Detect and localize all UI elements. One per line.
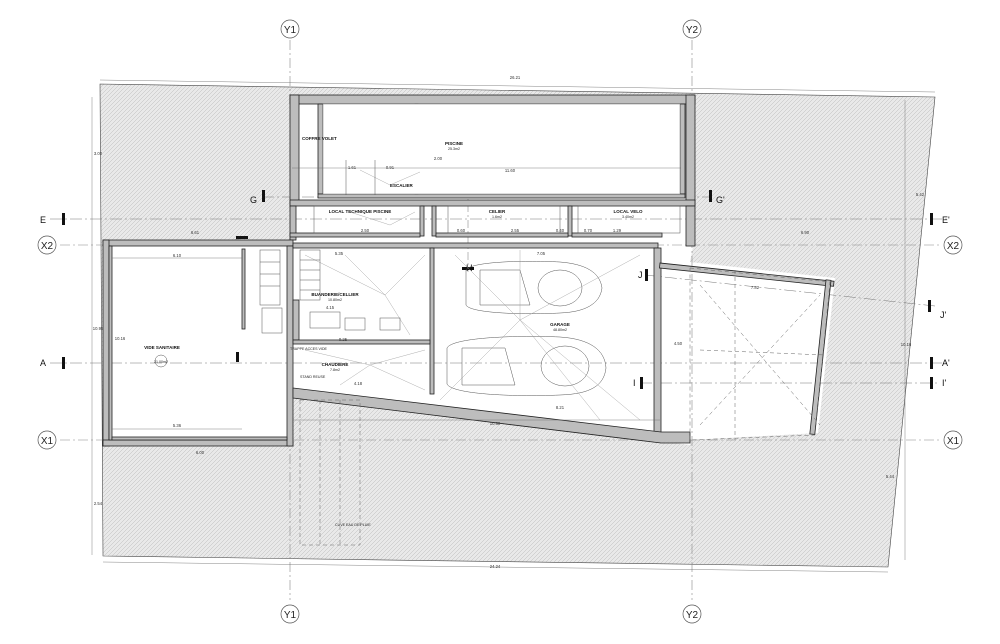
car-top xyxy=(465,261,603,314)
room-buanderie-area: 10.80m2 xyxy=(328,298,342,302)
dim-1016: 10.16 xyxy=(115,336,126,341)
dim-carport: 7.82 xyxy=(751,285,760,290)
room-cellier-label: CELIER xyxy=(489,209,506,214)
dim-overall-bottom: 24.24 xyxy=(490,564,501,569)
dim-415: 4.15 xyxy=(326,305,335,310)
dim-254: 2.54 xyxy=(94,501,103,506)
dim-1016-right: 10.16 xyxy=(901,342,912,347)
svg-text:A: A xyxy=(40,358,46,368)
svg-text:H: H xyxy=(466,263,473,273)
dim-091: 0.91 xyxy=(386,165,395,170)
axis-bubble-y2-top: Y2 xyxy=(682,19,702,39)
south-ramp xyxy=(299,399,361,546)
dim-161: 1.61 xyxy=(348,165,357,170)
dim-garage-top: 7.05 xyxy=(537,251,546,256)
axis-label: X2 xyxy=(947,241,960,252)
dim-pool-length: 11.60 xyxy=(505,168,516,173)
dim-garage-diag: 8.21 xyxy=(556,405,565,410)
vide-sanitaire-area xyxy=(154,354,168,368)
dim-300: 3.00 xyxy=(94,151,103,156)
tech-strip-walls xyxy=(289,205,696,247)
axis-label: X1 xyxy=(947,436,960,447)
room-garage-area: 48.80m2 xyxy=(553,328,567,332)
dim-070: 0.70 xyxy=(584,228,593,233)
room-local-technique-label: LOCAL TECHNIQUE PISCINE xyxy=(329,209,391,214)
dim-vide-top: 6.10 xyxy=(173,253,182,258)
dim-040: 0.40 xyxy=(556,228,565,233)
axis-bubble-y1-top: Y1 xyxy=(280,19,300,39)
dim-1095: 10.95 xyxy=(93,326,104,331)
svg-text:J: J xyxy=(638,270,643,280)
room-vide-sanitaire-label: VIDE SANITAIRE xyxy=(144,345,180,350)
room-coffre-label: COFFRE VOLET xyxy=(302,136,337,141)
dim-vide-bottom: 5.36 xyxy=(173,423,182,428)
section-j: J J' xyxy=(638,269,947,320)
svg-text:I: I xyxy=(633,378,636,388)
axis-label: Y2 xyxy=(686,610,699,621)
section-e: E E' xyxy=(40,213,950,225)
dim-vide-outer: 6.00 xyxy=(196,450,205,455)
room-cellier-area: 1.6m2 xyxy=(492,215,502,219)
dim-overall-top: 26.21 xyxy=(510,75,521,80)
dim-right-ext: 6.90 xyxy=(801,230,810,235)
axis-bubble-x2-right: X2 xyxy=(943,235,963,255)
dim-450: 4.50 xyxy=(674,341,683,346)
pool-basin xyxy=(322,103,681,195)
main-walls xyxy=(102,239,835,447)
dim-garage-bottom: 10.60 xyxy=(490,421,501,426)
room-piscine-area: 25.3m2 xyxy=(448,147,460,151)
axis-bubble-x2-left: X2 xyxy=(37,235,57,255)
radiating-lines xyxy=(304,169,641,421)
svg-text:G': G' xyxy=(716,195,725,205)
room-piscine-label: PISCINE xyxy=(445,141,463,146)
room-trappe-label: TRAPPE ACCES VIDE xyxy=(290,347,328,351)
dim-left-ext: 6.61 xyxy=(191,230,200,235)
dim-060: 0.60 xyxy=(457,228,466,233)
interior-fixtures xyxy=(261,205,681,334)
svg-text:I': I' xyxy=(942,378,947,388)
room-escalier-label: ESCALIER xyxy=(390,183,414,188)
dim-250: 2.50 xyxy=(361,228,370,233)
room-chaudiere-label: CHAUDIERE xyxy=(322,362,349,367)
axis-label: X2 xyxy=(41,241,54,252)
axis-label: Y2 xyxy=(686,25,699,36)
svg-text:G: G xyxy=(250,195,257,205)
south-wall xyxy=(292,387,691,444)
dim-255: 2.55 xyxy=(511,228,520,233)
room-local-velo-area: 3.40m2 xyxy=(622,215,634,219)
axis-label: X1 xyxy=(41,436,54,447)
svg-text:A': A' xyxy=(942,358,950,368)
room-garage-label: GARAGE xyxy=(550,322,570,327)
room-buanderie-label: BUANDERIE/CELLIER xyxy=(311,292,359,297)
axis-label: Y1 xyxy=(284,25,297,36)
room-vide-sanitaire-area: 21.00m2 xyxy=(154,360,168,364)
axis-label: Y1 xyxy=(284,610,297,621)
room-cuve-label: CUVE EAU DE PLUIE xyxy=(335,523,371,527)
axis-bubble-y1-bottom: Y1 xyxy=(280,604,300,624)
room-local-velo-label: LOCAL VELO xyxy=(614,209,643,214)
svg-text:J': J' xyxy=(940,310,947,320)
svg-text:E': E' xyxy=(942,215,950,225)
dim-544: 5.44 xyxy=(886,474,895,479)
car-bottom xyxy=(446,336,607,396)
stairs xyxy=(259,160,376,306)
axis-bubble-x1-right: X1 xyxy=(943,430,963,450)
dim-418: 4.18 xyxy=(354,381,363,386)
axis-bubble-x1-left: X1 xyxy=(37,430,57,450)
dimension-lines xyxy=(91,79,936,573)
dim-542: 5.42 xyxy=(916,192,925,197)
dim-535: 5.35 xyxy=(335,251,344,256)
room-stand-label: STAND REUSE xyxy=(300,375,326,379)
dim-129: 1.29 xyxy=(613,228,622,233)
section-a: A A' xyxy=(40,357,950,369)
svg-text:E: E xyxy=(40,215,46,225)
dim-025: 0.25 xyxy=(339,337,348,342)
axis-bubble-y2-bottom: Y2 xyxy=(682,604,702,624)
dim-200: 2.00 xyxy=(434,156,443,161)
carport-outline xyxy=(689,267,831,441)
room-chaudiere-area: 7.8m2 xyxy=(330,368,340,372)
